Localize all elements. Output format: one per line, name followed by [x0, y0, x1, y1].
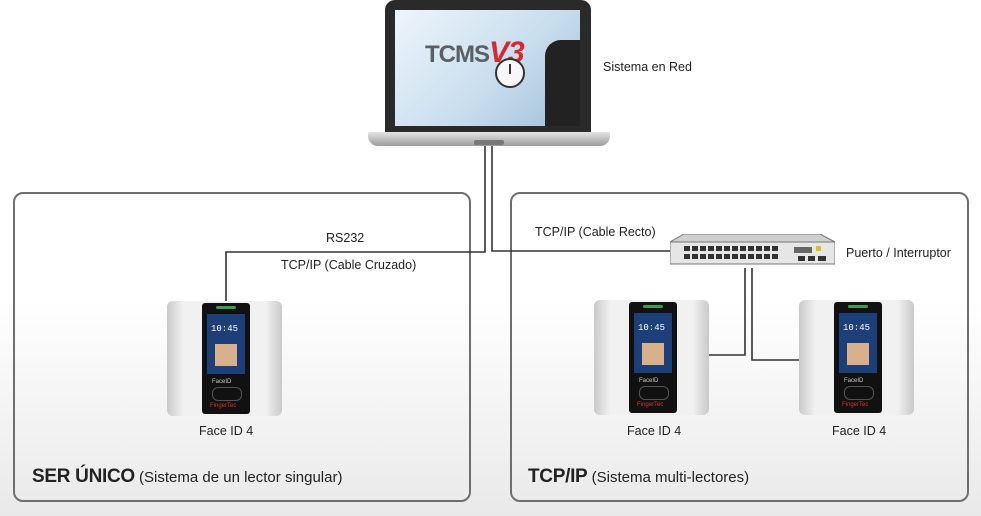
switch-icon [669, 233, 836, 265]
single-reader-title: SER ÚNICO (Sistema de un lector singular… [32, 466, 342, 488]
face-photo [642, 343, 664, 365]
laptop-base [368, 132, 610, 146]
single-reader-title-rest: (Sistema de un lector singular) [134, 469, 343, 486]
device-maker: FingerTec [842, 402, 869, 408]
cable-switch-device-2 [751, 268, 800, 361]
tcms-logo: TCMSV3 [425, 36, 525, 70]
device-label: Face ID 4 [832, 424, 887, 438]
device-label: Face ID 4 [199, 424, 254, 438]
tcms-logo-text: TCMS [425, 41, 490, 68]
face-photo [215, 344, 237, 366]
cable-switch-device-1 [708, 268, 746, 356]
face-id-device: 10:45 FaceID FingerTec [167, 301, 282, 416]
sensor-icon [639, 386, 669, 400]
multi-reader-title-bold: TCP/IP [528, 466, 588, 487]
rs232-label: RS232 [326, 231, 365, 245]
device-time: 10:45 [211, 324, 239, 334]
multi-reader-title: TCP/IP (Sistema multi-lectores) [528, 466, 749, 488]
device-time: 10:45 [843, 323, 871, 333]
device-maker: FingerTec [210, 403, 237, 409]
tcpip-straight-label: TCP/IP (Cable Recto) [535, 225, 656, 239]
device-maker: FingerTec [637, 402, 664, 408]
tcpip-crossed-label: TCP/IP (Cable Cruzado) [281, 258, 417, 272]
multi-reader-title-rest: (Sistema multi-lectores) [587, 469, 750, 486]
multi-reader-panel [510, 192, 969, 502]
laptop-port [474, 140, 504, 145]
device-time: 10:45 [638, 323, 666, 333]
laptop-lid: TCMSV3 [385, 0, 591, 134]
switch-label: Puerto / Interruptor [846, 246, 951, 260]
sensor-icon [844, 386, 874, 400]
single-reader-title-bold: SER ÚNICO [32, 466, 135, 487]
businessman-image [545, 40, 580, 126]
cable-tcpip-straight [491, 145, 672, 252]
cable-rs232 [225, 145, 486, 305]
device-label: Face ID 4 [627, 424, 682, 438]
face-id-device: 10:45 FaceID FingerTec [799, 300, 914, 415]
laptop: TCMSV3 [368, 0, 610, 150]
face-photo [847, 343, 869, 365]
single-reader-panel [13, 192, 471, 502]
device-brand: FaceID [844, 378, 864, 384]
device-brand: FaceID [639, 378, 659, 384]
laptop-screen: TCMSV3 [395, 10, 580, 126]
sensor-icon [212, 387, 242, 401]
laptop-label: Sistema en Red [603, 60, 692, 74]
alarm-clock-icon [495, 58, 525, 88]
face-id-device: 10:45 FaceID FingerTec [594, 300, 709, 415]
network-switch [669, 233, 836, 268]
device-brand: FaceID [212, 379, 232, 385]
